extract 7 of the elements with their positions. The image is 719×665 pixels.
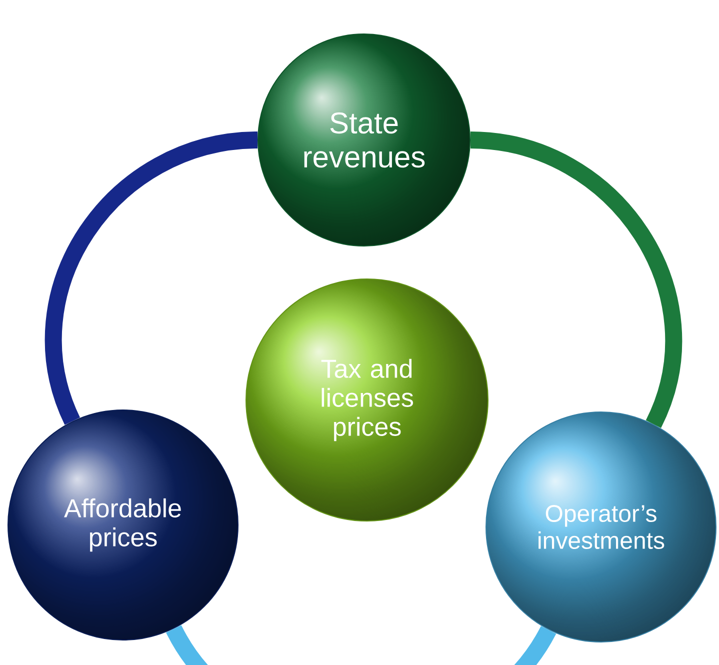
circle-node: State revenues bbox=[258, 34, 470, 246]
ring-arc bbox=[46, 132, 258, 424]
ring-arc bbox=[470, 132, 682, 428]
ring-arc bbox=[166, 624, 556, 665]
circle-node: Affordable prices bbox=[8, 410, 238, 640]
circle-node: Tax and licenses prices bbox=[246, 278, 488, 522]
circle-node: Operator’s investments bbox=[486, 412, 716, 642]
